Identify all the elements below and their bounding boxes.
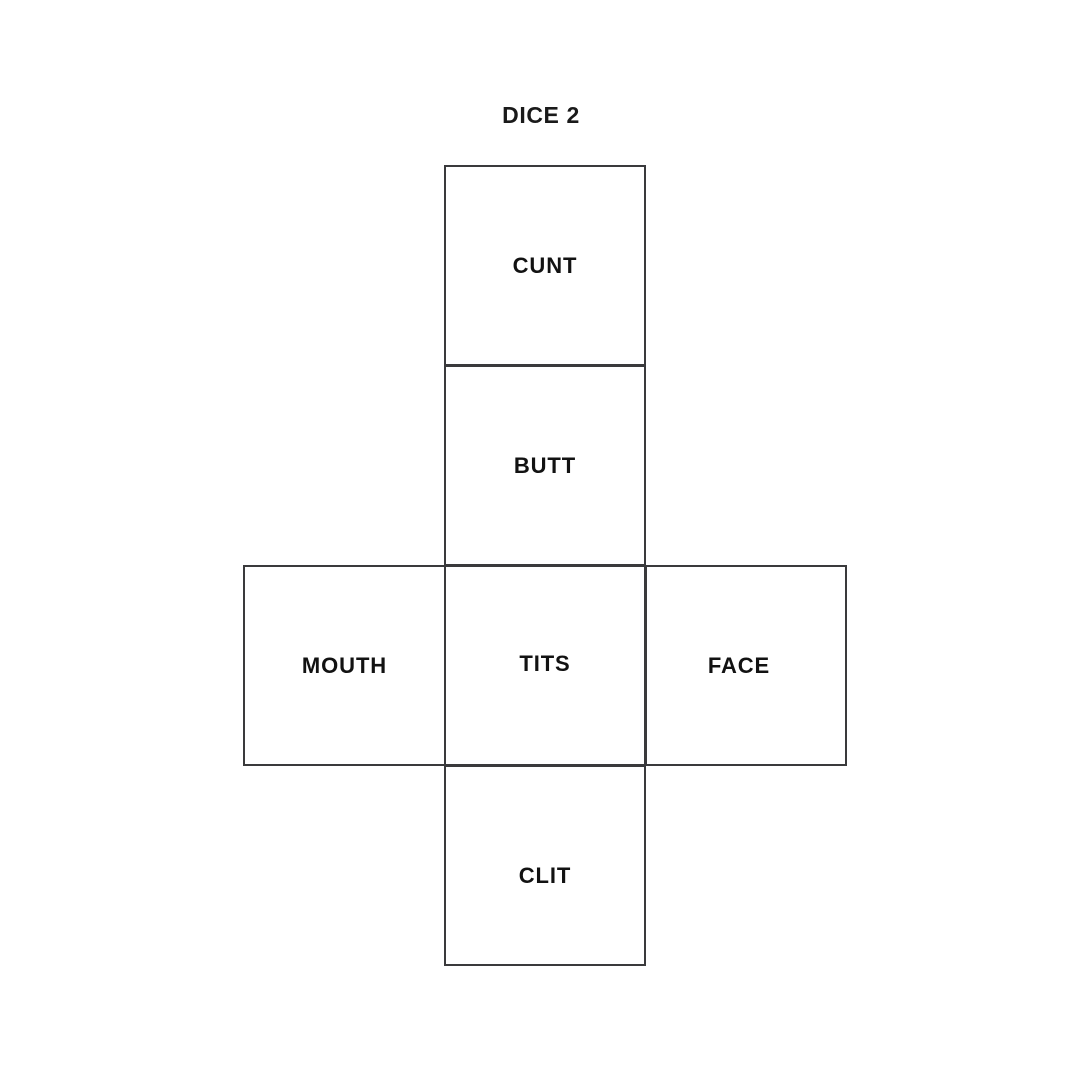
page-title: DICE 2: [502, 102, 580, 128]
dice-face-right[interactable]: FACE: [645, 565, 847, 766]
dice-face-center[interactable]: TITS: [444, 565, 646, 766]
dice-net: CUNT BUTT MOUTH TITS FACE CLIT: [243, 165, 847, 966]
dice-face-label: CUNT: [512, 252, 578, 278]
dice-face-label: FACE: [707, 652, 771, 678]
dice-face-top[interactable]: CUNT: [444, 165, 646, 366]
dice-face-label: MOUTH: [301, 652, 388, 678]
dice-face-label: CLIT: [518, 862, 572, 888]
dice-face-bottom[interactable]: CLIT: [444, 765, 646, 966]
dice-face-upper-middle[interactable]: BUTT: [444, 365, 646, 566]
dice-face-label: TITS: [519, 650, 571, 676]
dice-face-label: BUTT: [513, 452, 577, 478]
dice-face-left[interactable]: MOUTH: [243, 565, 446, 766]
